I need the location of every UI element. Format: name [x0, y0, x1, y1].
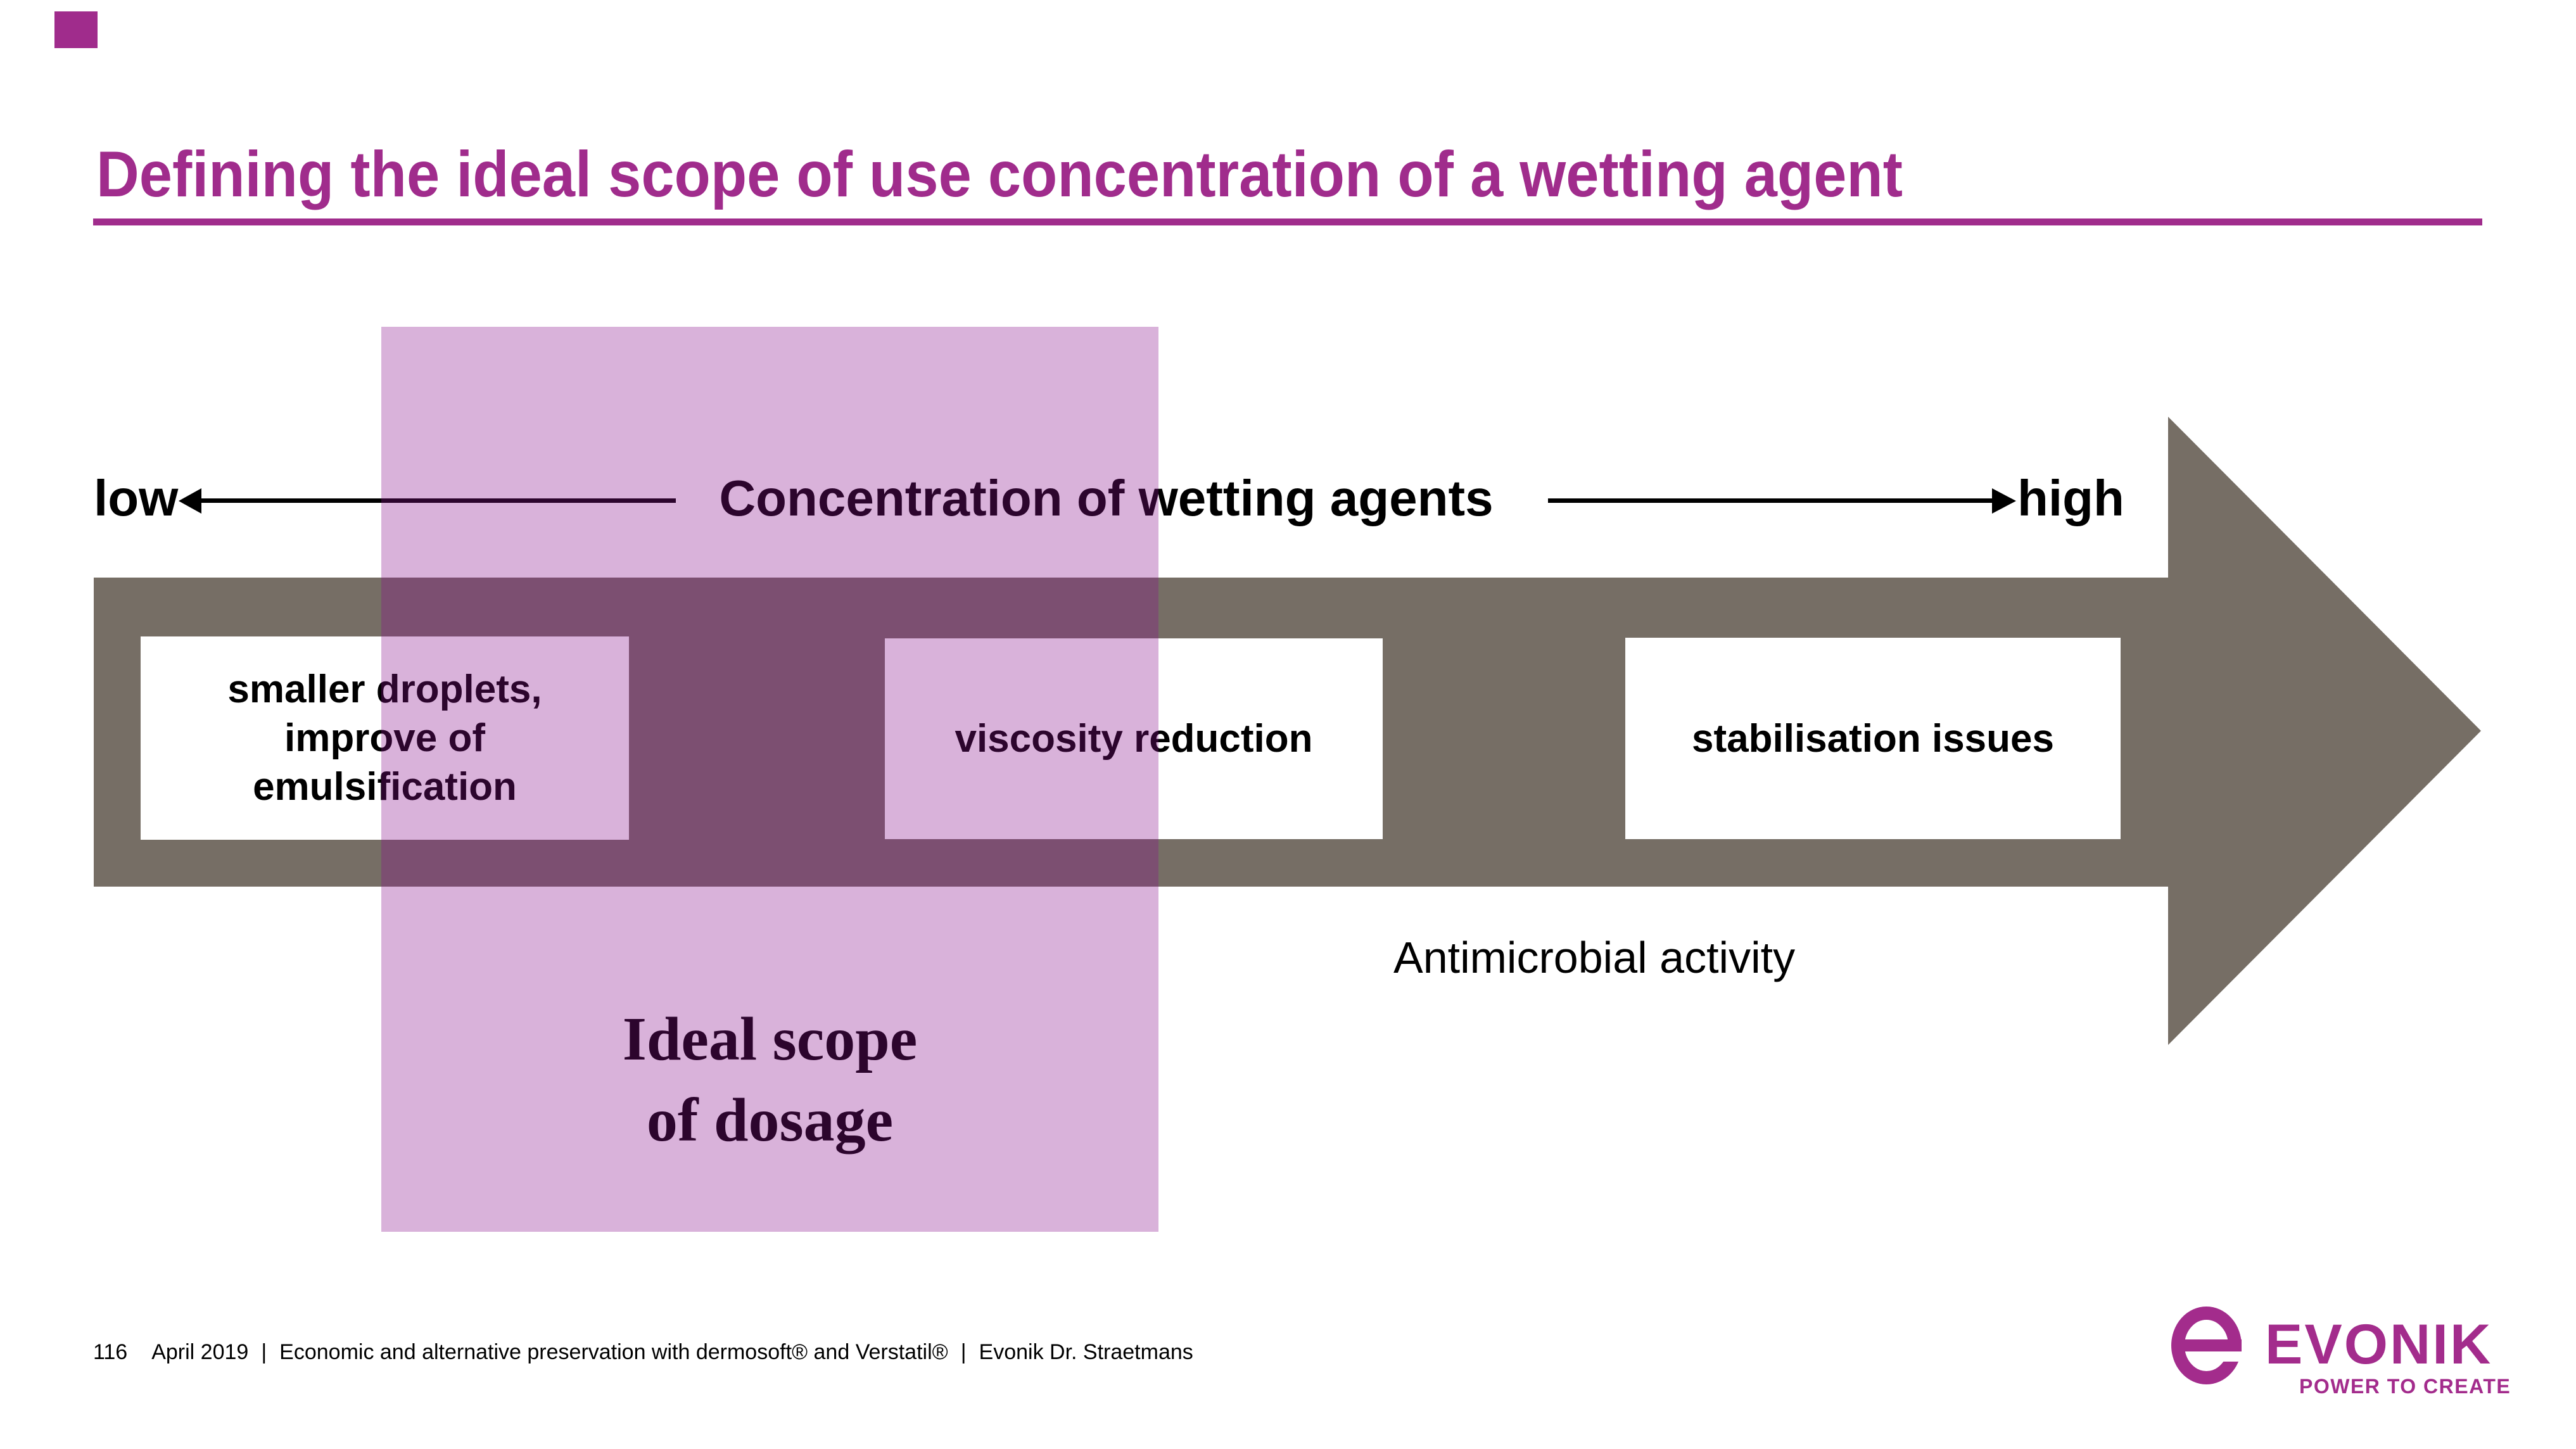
footer-separator: |	[261, 1340, 267, 1364]
footer-author: Evonik Dr. Straetmans	[979, 1340, 1193, 1364]
callout-line: viscosity reduction	[955, 717, 1313, 761]
slide-title: Defining the ideal scope of use concentr…	[96, 138, 1903, 210]
ideal-scope-highlight-band	[381, 327, 1158, 1232]
footer-page-number: 116	[93, 1340, 128, 1364]
footer-date: April 2019	[151, 1340, 249, 1364]
evonik-wordmark: EVONIK	[2265, 1312, 2493, 1376]
footer-description: Economic and alternative preservation wi…	[279, 1340, 948, 1364]
title-underline	[93, 218, 2482, 225]
axis-label-high: high	[2017, 470, 2124, 526]
slide-footer: 116 April 2019 | Economic and alternativ…	[93, 1339, 1193, 1365]
callout-line: stabilisation issues	[1692, 716, 2054, 761]
axis-line-left	[200, 498, 676, 503]
callout-box-viscosity: viscosity reduction	[885, 638, 1383, 839]
callout-line: emulsification	[253, 765, 517, 809]
footer-separator: |	[960, 1340, 967, 1364]
evonik-tagline: POWER TO CREATE	[2299, 1375, 2511, 1398]
callout-line: smaller droplets,	[227, 668, 542, 711]
slide-corner-accent-mark	[54, 11, 98, 48]
callout-box-stabilisation: stabilisation issues	[1625, 638, 2121, 839]
axis-label-low: low	[94, 470, 179, 526]
callout-line: improve of	[284, 716, 485, 760]
axis-arrowhead-right-icon	[1992, 488, 2016, 514]
axis-arrowhead-left-icon	[179, 488, 201, 514]
evonik-e-logo-icon	[2171, 1307, 2242, 1384]
callout-box-emulsification: smaller droplets, improve of emulsificat…	[141, 636, 629, 840]
axis-line-right	[1548, 498, 1992, 503]
ideal-scope-line2: of dosage	[646, 1086, 894, 1155]
ideal-scope-label: Ideal scope of dosage	[381, 999, 1158, 1161]
axis-title: Concentration of wetting agents	[719, 470, 1494, 526]
antimicrobial-activity-label: Antimicrobial activity	[1393, 933, 1796, 982]
ideal-scope-line1: Ideal scope	[622, 1005, 918, 1073]
